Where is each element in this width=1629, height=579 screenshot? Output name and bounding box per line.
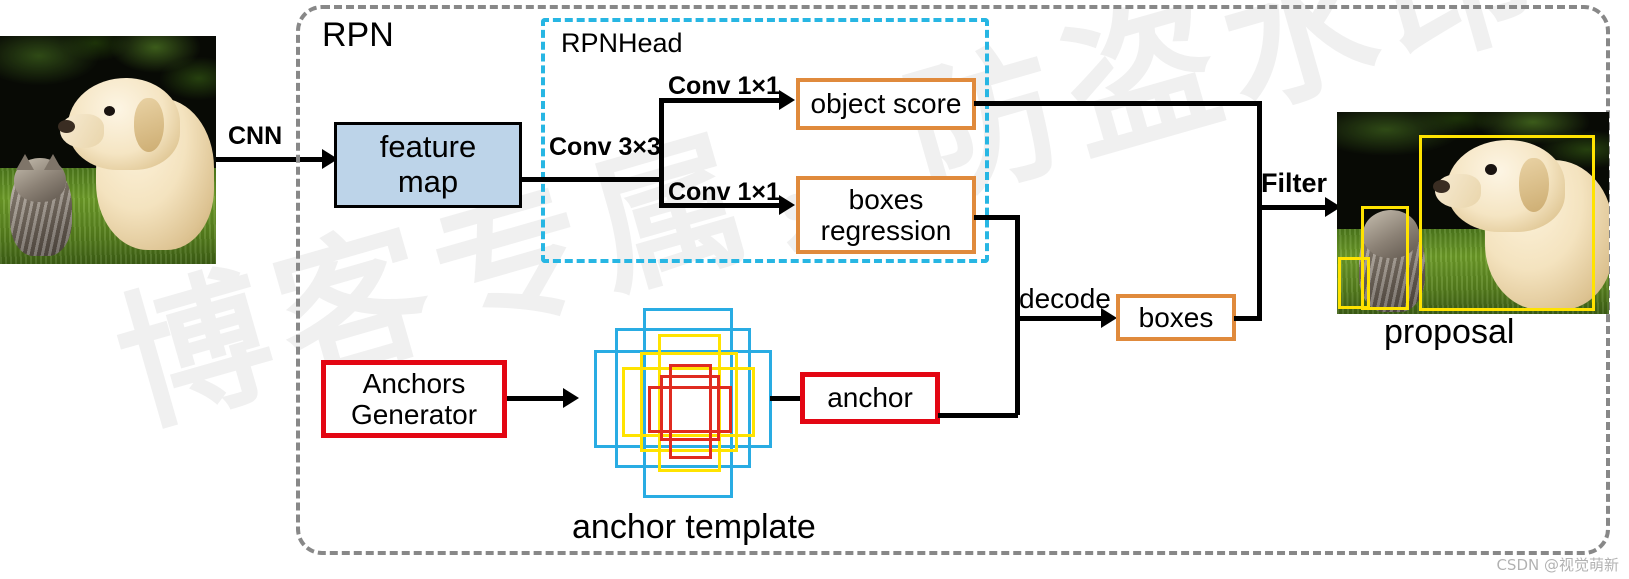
anchor-template-caption: anchor template <box>572 508 816 546</box>
node-boxes[interactable]: boxes <box>1116 294 1236 341</box>
edge-label-cnn: CNN <box>228 122 283 150</box>
edge-label-conv1x1-top: Conv 1×1 <box>668 72 780 100</box>
conv1x1-bottom-line <box>659 203 781 208</box>
anchor-template-out-line <box>770 396 818 401</box>
conv1x1-top-arrow-head <box>779 90 795 110</box>
cnn-arrow-line <box>216 157 324 162</box>
anchors-generator-arrow-head <box>563 388 579 408</box>
boxes-out-line <box>1234 316 1262 321</box>
proposal-box-cat-small <box>1338 257 1370 309</box>
conv3x3-split-vertical <box>659 98 664 208</box>
proposal-photo-dog-nose <box>1433 180 1450 193</box>
anchor-box-yellow-wide <box>622 367 755 437</box>
feature-map-label-line2: map <box>397 164 459 199</box>
filter-line <box>1257 205 1327 210</box>
object-score-out-line <box>974 101 1260 106</box>
node-feature-map[interactable]: feature map <box>334 122 522 208</box>
anchor-template-graphic <box>580 295 772 510</box>
anchor-box-red-square <box>660 375 720 441</box>
node-object-score[interactable]: object score <box>796 78 976 130</box>
proposal-image <box>1337 112 1609 314</box>
edge-label-filter: Filter <box>1261 168 1328 198</box>
anchor-out-line <box>938 413 1018 418</box>
boxes-regression-label-line1: boxes <box>848 183 924 215</box>
node-boxes-regression[interactable]: boxes regression <box>796 176 976 254</box>
anchors-generator-label-line2: Generator <box>350 399 478 430</box>
filter-junction-vertical <box>1257 101 1262 319</box>
anchor-box-red-tall <box>669 364 712 459</box>
object-score-label: object score <box>810 88 962 120</box>
boxes-label: boxes <box>1138 301 1214 333</box>
edge-label-decode: decode <box>1019 283 1111 314</box>
proposal-photo-dog-ear <box>1519 158 1549 212</box>
node-anchors-generator[interactable]: Anchors Generator <box>321 360 507 438</box>
boxes-regression-label-line2: regression <box>820 215 952 246</box>
edge-label-conv1x1-bottom: Conv 1×1 <box>668 178 780 206</box>
feature-map-label-line1: feature <box>379 129 477 165</box>
rpn-title: RPN <box>322 16 394 54</box>
anchor-box-red-wide <box>648 386 732 433</box>
boxes-regression-out-line <box>974 215 1020 220</box>
decode-line <box>1015 316 1103 321</box>
photo-dog-eye <box>104 106 115 116</box>
anchor-box-blue-square <box>615 328 751 468</box>
rpnhead-title: RPNHead <box>561 28 683 58</box>
proposal-photo-cat-head <box>1363 210 1419 258</box>
anchors-generator-label-line1: Anchors <box>362 367 466 399</box>
node-anchor[interactable]: anchor <box>800 372 940 424</box>
proposal-caption: proposal <box>1384 313 1515 351</box>
input-image <box>0 36 216 264</box>
conv1x1-bottom-arrow-head <box>779 195 795 215</box>
decode-arrow-head <box>1101 308 1117 328</box>
conv3x3-line <box>522 177 664 182</box>
anchor-label: anchor <box>827 382 913 414</box>
anchor-box-yellow-square <box>640 352 738 452</box>
csdn-watermark: CSDN @视觉萌新 <box>1496 556 1619 574</box>
boxes-regression-down-vertical <box>1015 215 1020 415</box>
anchors-generator-out-line <box>507 396 565 401</box>
photo-dog-ear <box>134 98 164 152</box>
proposal-photo-dog-eye <box>1485 164 1497 175</box>
conv1x1-top-line <box>659 98 781 103</box>
edge-label-conv3x3: Conv 3×3 <box>549 133 661 161</box>
rpnhead-container <box>541 18 989 263</box>
photo-cat-ear-right <box>44 154 62 170</box>
proposal-box-dog <box>1419 135 1595 311</box>
photo-cat-ear-left <box>16 154 34 170</box>
photo-dog-nose <box>58 120 75 133</box>
